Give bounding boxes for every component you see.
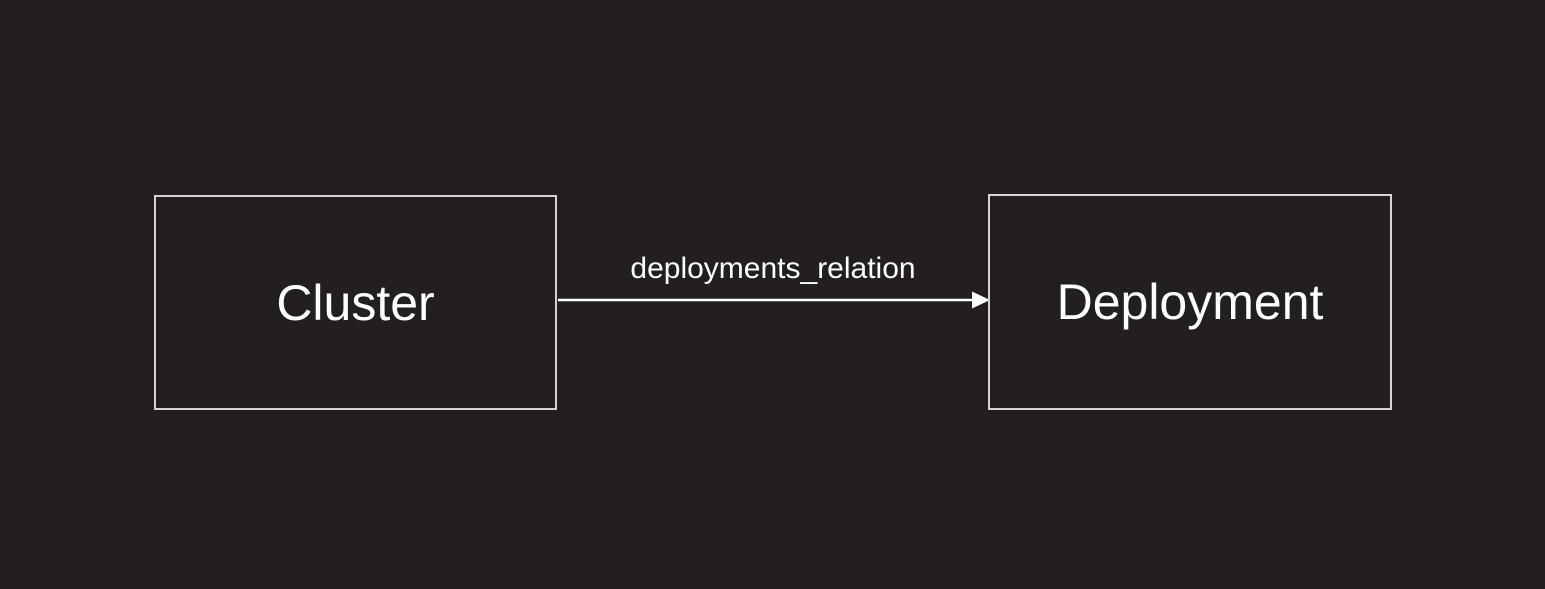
node-cluster-label: Cluster [276,274,435,331]
edge-label: deployments_relation [630,252,916,285]
node-deployment[interactable]: Deployment [988,194,1392,410]
node-deployment-label: Deployment [1056,274,1324,330]
node-cluster[interactable]: Cluster [154,195,557,410]
